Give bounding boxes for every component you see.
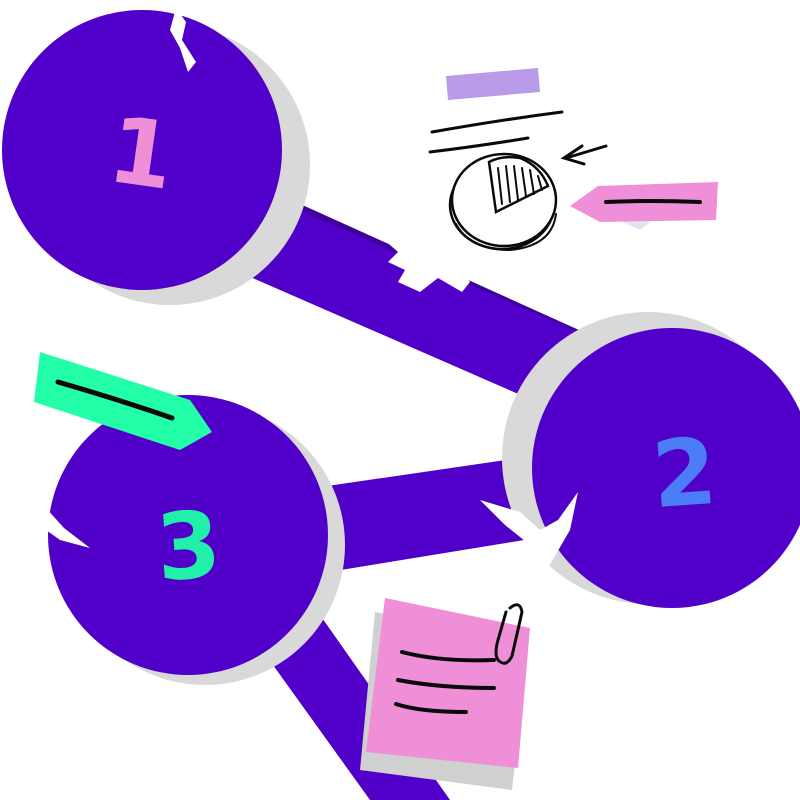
mint-arrow-tag <box>34 352 212 450</box>
paperclip-icon <box>494 603 524 665</box>
node-3-circle <box>48 395 328 675</box>
node-1-tear <box>170 8 196 72</box>
sketch-arrow-icon <box>560 144 608 166</box>
sketch-lines <box>428 110 564 154</box>
node-3: 3 <box>46 395 328 675</box>
pie-chart-icon <box>448 152 558 252</box>
node-2: 2 <box>480 328 800 608</box>
node-1-label: 1 <box>102 96 180 211</box>
node-3-tear <box>46 508 90 548</box>
connector-2-3 <box>300 455 555 575</box>
pink-arrow-tag <box>570 182 718 230</box>
connectors <box>200 175 590 800</box>
sticky-note-sheet <box>366 598 530 768</box>
sticky-note <box>360 598 530 790</box>
node-1: 1 <box>2 8 282 290</box>
node-2-circle <box>532 328 800 608</box>
node-2-label: 2 <box>649 418 720 529</box>
node-3-label: 3 <box>153 491 224 602</box>
node-1-circle <box>2 10 282 290</box>
node-2-tear-left <box>480 492 578 568</box>
lavender-tape <box>446 68 540 100</box>
connector-1-2 <box>200 180 585 410</box>
connector-tear <box>382 232 470 292</box>
